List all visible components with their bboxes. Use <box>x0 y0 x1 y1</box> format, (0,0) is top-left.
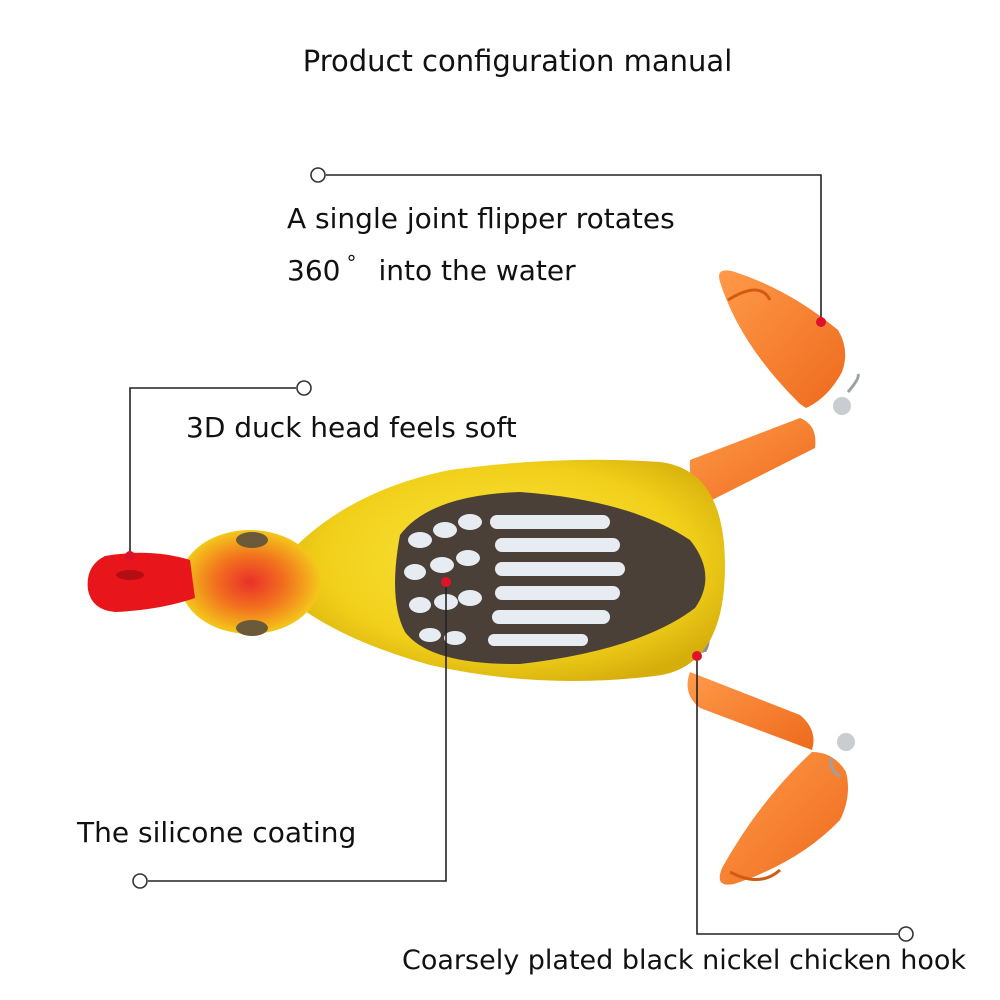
flipper-callout-rest: into the water <box>378 254 576 287</box>
hook-callout: Coarsely plated black nickel chicken hoo… <box>402 945 967 976</box>
head-callout: 3D duck head feels soft <box>186 411 517 444</box>
duck-beak <box>87 552 195 612</box>
callout-endpoints <box>132 167 914 942</box>
flipper-angle-value: 360 <box>287 254 341 287</box>
upper-flipper <box>689 270 860 502</box>
callout-lines <box>129 174 898 935</box>
lower-flipper <box>687 672 855 885</box>
flipper-callout-line1: A single joint flipper rotates <box>287 202 675 235</box>
degree-symbol: ° <box>346 251 357 275</box>
flipper-callout-line2: 360° into the water <box>287 251 576 287</box>
wing-pattern <box>395 492 706 665</box>
coating-callout: The silicone coating <box>77 816 357 849</box>
marker-dots <box>125 317 826 661</box>
page-title: Product configuration manual <box>302 44 733 78</box>
